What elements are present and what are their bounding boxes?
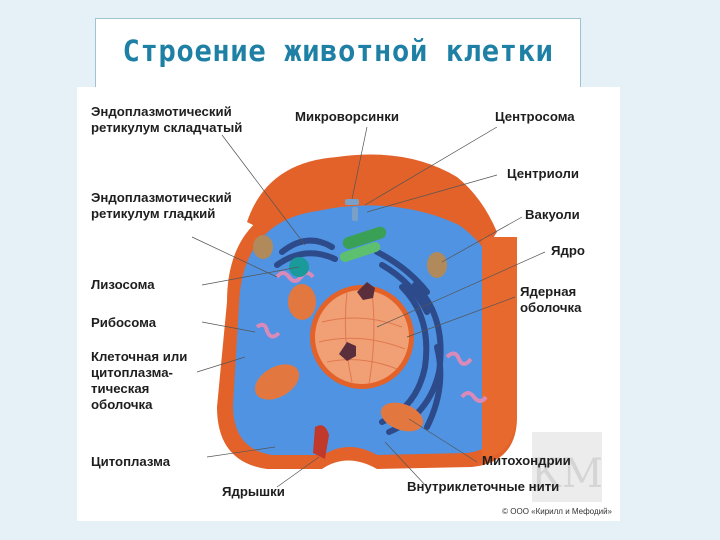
label-filaments: Внутриклеточные нити <box>407 479 560 494</box>
nucleolus <box>357 282 375 300</box>
watermark-logo: КМ <box>531 432 603 502</box>
title-box: Строение животной клетки <box>95 18 581 100</box>
label-nuclear-envelope: Ядерная оболочка <box>520 284 582 315</box>
membrane-wall-right <box>482 237 517 457</box>
label-microvilli: Микроворсинки <box>295 109 399 124</box>
label-centrosome: Центросома <box>495 109 575 124</box>
centrioles <box>345 199 359 221</box>
mitochondria <box>254 284 424 432</box>
label-nucleus: Ядро <box>551 243 585 258</box>
page-title: Строение животной клетки <box>122 34 554 68</box>
label-er-smooth: Эндоплазмотический ретикулум гладкий <box>91 190 232 221</box>
label-mitochondria: Митохондрии <box>482 453 571 468</box>
label-vacuoles: Вакуоли <box>525 207 580 222</box>
label-nucleoli: Ядрышки <box>222 484 285 499</box>
cleft-nucleus <box>313 425 329 459</box>
label-membrane: Клеточная или цитоплазма-тическая оболоч… <box>91 349 188 412</box>
svg-text:КМ: КМ <box>531 451 603 497</box>
nucleolus <box>339 342 356 361</box>
chromatin <box>318 291 406 385</box>
microvilli-fringe <box>247 154 497 247</box>
nucleus <box>315 290 409 384</box>
copyright-text: © ООО «Кирилл и Мефодий» <box>502 507 612 516</box>
label-lysosome: Лизосома <box>91 277 155 292</box>
label-centrioles: Центриоли <box>507 166 579 181</box>
label-ribosome: Рибосома <box>91 315 157 330</box>
label-cytoplasm: Цитоплазма <box>91 454 171 469</box>
golgi-apparatus <box>339 226 387 262</box>
leader-lines <box>191 126 546 488</box>
label-er-rough: Эндоплазмотический ретикулум складчатый <box>91 104 243 135</box>
vacuoles <box>253 235 447 278</box>
cell-diagram: КМ <box>191 126 603 502</box>
diagram-panel: КМ <box>77 87 620 521</box>
